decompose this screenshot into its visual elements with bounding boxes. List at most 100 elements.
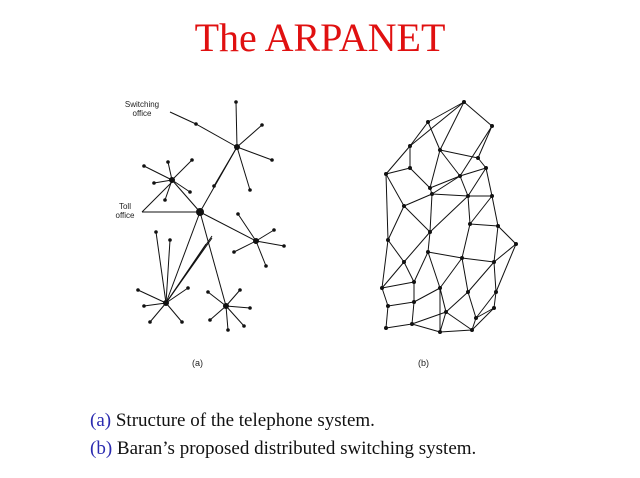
mesh-link <box>467 291 477 319</box>
mesh-link <box>385 145 411 175</box>
switching-office-node <box>163 300 169 306</box>
mesh-link <box>459 167 487 177</box>
mesh-link <box>403 261 415 283</box>
mesh-link <box>439 149 479 159</box>
local-line <box>236 146 273 161</box>
mesh-link <box>387 301 415 307</box>
mesh-link <box>461 223 471 259</box>
mesh-node <box>426 120 430 124</box>
mesh-link <box>439 257 463 289</box>
mesh-node <box>438 148 442 152</box>
mesh-link <box>475 307 495 319</box>
mesh-link <box>385 323 413 329</box>
local-line <box>225 305 229 331</box>
trunk-line <box>165 211 201 304</box>
telephone-system-diagram <box>136 100 286 332</box>
mesh-node <box>470 328 474 332</box>
trunk-line <box>171 179 201 213</box>
local-line <box>237 213 257 242</box>
trunk-line <box>199 211 227 307</box>
local-line <box>143 302 167 307</box>
mesh-link <box>459 125 493 177</box>
switching-office-node <box>223 303 229 309</box>
mesh-node <box>490 194 494 198</box>
caption-a-tag: (a) <box>90 410 112 431</box>
subscriber-node <box>232 250 236 254</box>
mesh-link <box>439 287 447 313</box>
mesh-node <box>476 156 480 160</box>
subscriber-node <box>186 286 190 290</box>
mesh-node <box>492 260 496 264</box>
mesh-link <box>409 167 431 189</box>
local-line <box>236 146 251 191</box>
mesh-link <box>411 323 441 333</box>
mesh-link <box>411 311 447 325</box>
mesh-node <box>428 186 432 190</box>
mesh-link <box>429 195 469 233</box>
mesh-link <box>485 167 493 197</box>
local-line <box>255 229 275 242</box>
local-line <box>149 302 167 323</box>
local-line <box>233 240 257 253</box>
toll-office-line2: office <box>115 211 135 220</box>
mesh-node <box>430 192 434 196</box>
mesh-node <box>384 326 388 330</box>
subscriber-node <box>270 158 274 162</box>
mesh-link <box>409 121 429 147</box>
subscriber-node <box>206 290 210 294</box>
mesh-node <box>438 286 442 290</box>
mesh-link <box>413 287 441 303</box>
subscriber-node <box>154 230 158 234</box>
mesh-node <box>380 286 384 290</box>
local-line <box>225 289 241 307</box>
mesh-link <box>429 193 433 233</box>
panel-b-label: (b) <box>418 358 429 368</box>
local-line <box>195 123 238 148</box>
local-line <box>236 124 263 148</box>
mesh-node <box>412 280 416 284</box>
subscriber-node <box>226 328 230 332</box>
mesh-node <box>408 166 412 170</box>
subscriber-node <box>142 164 146 168</box>
subscriber-node <box>148 320 152 324</box>
mesh-link <box>469 195 493 225</box>
subscriber-node <box>142 304 146 308</box>
subscriber-node <box>163 198 167 202</box>
annotation-leader <box>141 181 173 213</box>
caption-b-tag: (b) <box>90 438 113 459</box>
mesh-node <box>386 238 390 242</box>
local-line <box>165 239 171 304</box>
mesh-node <box>484 166 488 170</box>
mesh-node <box>402 260 406 264</box>
mesh-node <box>496 224 500 228</box>
caption-a: (a) Structure of the telephone system. <box>90 410 375 432</box>
local-line <box>255 240 267 267</box>
mesh-link <box>459 175 469 197</box>
mesh-link <box>463 101 493 127</box>
mesh-link <box>381 261 405 289</box>
mesh-link <box>387 239 405 263</box>
subscriber-node <box>168 238 172 242</box>
mesh-node <box>384 172 388 176</box>
mesh-node <box>410 322 414 326</box>
mesh-link <box>409 101 465 147</box>
local-line <box>207 291 227 307</box>
mesh-link <box>427 251 463 259</box>
mesh-node <box>458 174 462 178</box>
mesh-link <box>439 101 465 151</box>
local-line <box>235 101 238 148</box>
mesh-link <box>471 307 495 331</box>
mesh-node <box>466 194 470 198</box>
subscriber-node <box>260 123 264 127</box>
local-line <box>153 179 173 184</box>
mesh-node <box>438 330 442 334</box>
toll-office-label: Toll office <box>108 202 142 220</box>
mesh-link <box>469 223 499 227</box>
subscriber-node <box>282 244 286 248</box>
local-line <box>213 146 238 187</box>
local-line <box>225 305 251 309</box>
mesh-node <box>412 300 416 304</box>
subscriber-node <box>234 100 238 104</box>
mesh-link <box>471 317 477 331</box>
